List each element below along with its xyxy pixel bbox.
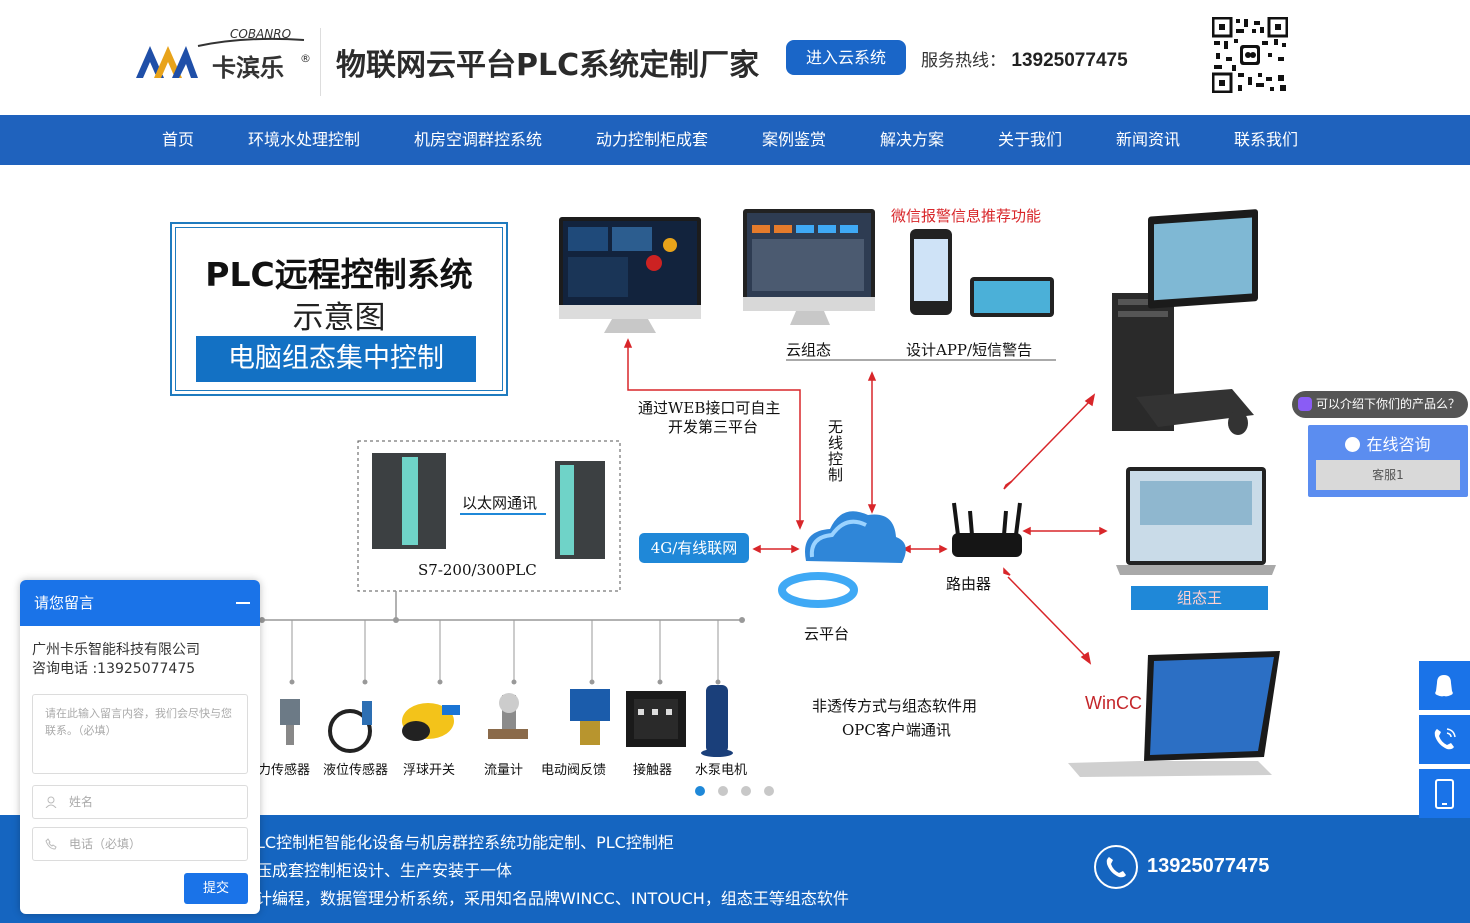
wireless-control-label: 无线控制 bbox=[828, 418, 844, 484]
diagram-title-box: PLC远程控制系统 示意图 电脑组态集中控制 bbox=[170, 222, 508, 396]
diagram-subtitle: 示意图 bbox=[292, 300, 386, 336]
intro-line-3: 计编程，数据管理分析系统，采用知名品牌WINCC、INTOUCH，组态王等组态软… bbox=[256, 889, 849, 908]
user-icon bbox=[45, 796, 57, 808]
nav-item-solutions[interactable]: 解决方案 bbox=[880, 130, 945, 149]
agent-button[interactable]: 客服1 bbox=[1316, 460, 1460, 490]
sensor-label: 浮球开关 bbox=[403, 763, 456, 778]
carousel-dot-3[interactable] bbox=[741, 786, 751, 796]
phone-input[interactable]: 电话（必填） bbox=[32, 827, 248, 861]
phone-small-icon bbox=[45, 838, 57, 850]
diagram-title: PLC远程控制系统 bbox=[205, 255, 473, 294]
sensor-label: 水泵电机 bbox=[695, 763, 748, 778]
nav-item-cases[interactable]: 案例鉴赏 bbox=[762, 130, 827, 149]
app-design-label: 设计APP/短信警告 bbox=[906, 341, 1033, 359]
diagram-band: 电脑组态集中控制 bbox=[196, 336, 476, 382]
ethernet-label: 以太网通讯 bbox=[462, 494, 538, 512]
brand-logo[interactable]: COBANRO 卡滨乐 ® bbox=[136, 26, 316, 90]
carousel-dot-2[interactable] bbox=[718, 786, 728, 796]
main-nav: 首页 环境水处理控制 机房空调群控系统 动力控制柜成套 案例鉴赏 解决方案 关于… bbox=[0, 115, 1470, 165]
web-interface-label-1: 通过WEB接口可自主 bbox=[638, 399, 781, 417]
name-placeholder: 姓名 bbox=[69, 795, 94, 809]
cloud-platform-label: 云平台 bbox=[804, 625, 850, 643]
side-button-qq[interactable] bbox=[1419, 661, 1470, 710]
penguin-icon bbox=[1435, 675, 1453, 697]
network-badge: 4G/有线联网 bbox=[639, 533, 749, 563]
message-panel-title: 请您留言 bbox=[34, 594, 95, 612]
message-panel-header[interactable]: 请您留言 bbox=[20, 580, 260, 626]
kingview-badge: 组态王 bbox=[1131, 586, 1268, 610]
qr-code-icon bbox=[1212, 17, 1288, 93]
nav-item-contact[interactable]: 联系我们 bbox=[1234, 130, 1299, 149]
intro-line-2: 压成套控制柜设计、生产安装于一体 bbox=[256, 861, 513, 880]
cloud-config-label: 云组态 bbox=[786, 341, 832, 359]
web-interface-label-2: 开发第三平台 bbox=[668, 418, 759, 436]
message-tel: 咨询电话 :13925077475 bbox=[32, 661, 196, 677]
nav-item-about[interactable]: 关于我们 bbox=[998, 130, 1063, 149]
hotline: 服务热线： 13925077475 bbox=[921, 46, 1128, 72]
site-title: 物联网云平台PLC系统定制厂家 bbox=[336, 48, 760, 83]
hotline-number: 13925077475 bbox=[1011, 50, 1128, 71]
logo-divider bbox=[320, 28, 321, 96]
nav-item-home[interactable]: 首页 bbox=[162, 130, 195, 149]
logo-text: 卡滨乐 bbox=[212, 54, 284, 82]
plc-model-label: S7-200/300PLC bbox=[418, 561, 537, 579]
nav-item-water-treatment[interactable]: 环境水处理控制 bbox=[248, 130, 361, 149]
phone-icon bbox=[1094, 845, 1138, 889]
sensor-label: 电动阀反馈 bbox=[541, 763, 607, 778]
site-header: COBANRO 卡滨乐 ® 物联网云平台PLC系统定制厂家 进入云系统 服务热线… bbox=[0, 0, 1470, 115]
submit-button[interactable]: 提交 bbox=[184, 873, 248, 904]
sensor-label: 流量计 bbox=[484, 763, 524, 778]
side-button-mobile[interactable] bbox=[1419, 769, 1470, 818]
online-consult-title[interactable]: 在线咨询 bbox=[1308, 431, 1468, 455]
wechat-alarm-label: 微信报警信息推荐功能 bbox=[891, 208, 1042, 225]
online-consult-widget: 在线咨询 客服1 bbox=[1308, 425, 1468, 497]
chat-tooltip-text: 可以介绍下你们的产品么？ bbox=[1316, 397, 1461, 411]
nav-item-power-cabinet[interactable]: 动力控制柜成套 bbox=[596, 130, 709, 149]
intro-phone-number[interactable]: 13925077475 bbox=[1147, 855, 1270, 877]
carousel-dot-1[interactable] bbox=[695, 786, 705, 796]
nav-item-news[interactable]: 新闻资讯 bbox=[1116, 130, 1181, 149]
enter-cloud-button[interactable]: 进入云系统 bbox=[786, 40, 906, 75]
carousel-dot-4[interactable] bbox=[764, 786, 774, 796]
sensor-label: 液位传感器 bbox=[323, 763, 389, 778]
mobile-icon bbox=[1435, 779, 1454, 809]
diagram-graphics bbox=[259, 209, 1280, 777]
message-content-input[interactable]: 请在此输入留言内容，我们会尽快与您联系。（必填） bbox=[32, 694, 248, 774]
chat-bubble-icon bbox=[1298, 397, 1312, 411]
sensor-label: 接触器 bbox=[633, 763, 673, 778]
router-label: 路由器 bbox=[946, 575, 992, 593]
hotline-label: 服务热线： bbox=[921, 51, 1006, 71]
wincc-logo: WinCC bbox=[1085, 693, 1142, 713]
intro-line-1: LC控制柜智能化设备与机房群控系统功能定制、PLC控制柜 bbox=[256, 833, 674, 852]
chat-icon bbox=[1345, 437, 1361, 452]
name-input[interactable]: 姓名 bbox=[32, 785, 248, 819]
chat-tooltip[interactable]: 可以介绍下你们的产品么？ bbox=[1292, 391, 1468, 418]
logo-reg: ® bbox=[300, 52, 311, 65]
phone-placeholder: 电话（必填） bbox=[69, 837, 142, 851]
sensor-label: 力传感器 bbox=[258, 763, 311, 778]
logo-wordmark: COBANRO bbox=[230, 27, 291, 41]
phone-ring-icon bbox=[1434, 728, 1456, 750]
message-panel: 请您留言 广州卡乐智能科技有限公司 咨询电话 :13925077475 请在此输… bbox=[20, 580, 260, 914]
online-consult-label: 在线咨询 bbox=[1366, 435, 1431, 454]
opc-label-1: 非透传方式与组态软件用 bbox=[812, 697, 978, 715]
message-company: 广州卡乐智能科技有限公司 bbox=[32, 642, 200, 658]
opc-label-2: OPC客户端通讯 bbox=[842, 721, 951, 739]
side-button-phone[interactable] bbox=[1419, 715, 1470, 764]
minimize-icon[interactable] bbox=[236, 602, 250, 604]
nav-item-hvac[interactable]: 机房空调群控系统 bbox=[414, 130, 543, 149]
